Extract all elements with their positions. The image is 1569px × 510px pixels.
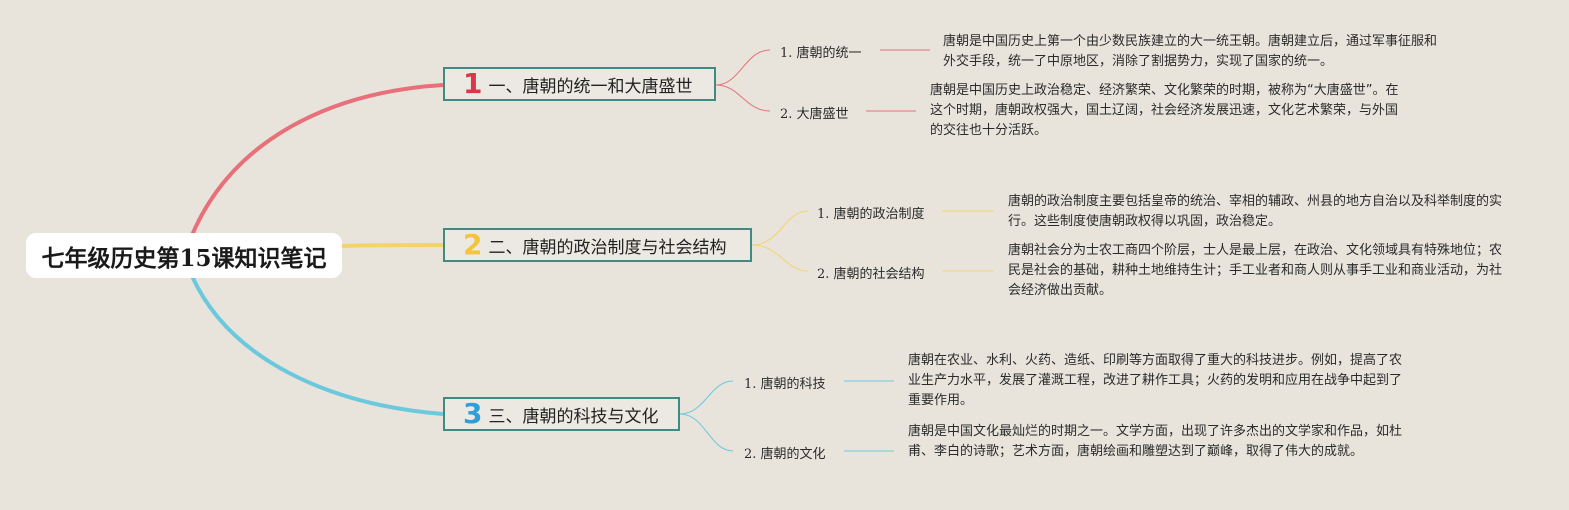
branch-2-sub-1-label[interactable]: 1. 唐朝的政治制度	[817, 207, 925, 222]
branch-2-title: 二、唐朝的政治制度与社会结构	[488, 237, 727, 258]
branch-1-sub-2-label[interactable]: 2. 大唐盛世	[780, 107, 849, 122]
branch-2-topic[interactable]: 2 二、唐朝的政治制度与社会结构	[443, 228, 752, 262]
branch-2-sub-2-desc: 唐朝社会分为士农工商四个阶层，士人是最上层，在政治、文化领域具有特殊地位；农民是…	[1008, 243, 1503, 298]
branch-3-sub-1-label[interactable]: 1. 唐朝的科技	[744, 377, 826, 392]
branch-1-sub-2-desc: 唐朝是中国历史上政治稳定、经济繁荣、文化繁荣的时期，被称为“大唐盛世”。在这个时…	[930, 83, 1399, 138]
branch-3-title: 三、唐朝的科技与文化	[488, 406, 659, 427]
connector-b1-s2	[715, 84, 771, 112]
connector-root-branch2	[341, 243, 444, 248]
connector-b3-s1	[679, 380, 734, 415]
connector-root-branch3	[190, 275, 444, 416]
connector-b2-s2	[751, 244, 809, 272]
branch-3-sub-2-label[interactable]: 2. 唐朝的文化	[744, 447, 826, 462]
branch-2-sub-1-desc: 唐朝的政治制度主要包括皇帝的统治、宰相的辅政、州县的地方自治以及科举制度的实行。…	[1008, 194, 1503, 229]
branch-3-sub-2-desc: 唐朝是中国文化最灿烂的时期之一。文学方面，出现了许多杰出的文学家和作品，如杜甫、…	[908, 424, 1403, 459]
connector-b2-s1	[751, 210, 809, 246]
branch-3-sub-1-desc: 唐朝在农业、水利、火药、造纸、印刷等方面取得了重大的科技进步。例如，提高了农业生…	[908, 353, 1403, 408]
connector-root-branch1	[188, 83, 444, 241]
branch-1-topic[interactable]: 1 一、唐朝的统一和大唐盛世	[443, 67, 716, 101]
connector-b1-s1	[715, 49, 771, 86]
branch-2-number: 2	[463, 228, 483, 261]
branch-1-sub-1-label[interactable]: 1. 唐朝的统一	[780, 46, 862, 61]
branch-3-number: 3	[463, 397, 483, 430]
branch-3-topic[interactable]: 3 三、唐朝的科技与文化	[443, 397, 680, 431]
branch-2-sub-2-label[interactable]: 2. 唐朝的社会结构	[817, 267, 925, 282]
branch-1-title: 一、唐朝的统一和大唐盛世	[488, 76, 693, 97]
branch-1-number: 1	[463, 67, 483, 100]
root-topic[interactable]: 七年级历史第15课知识笔记	[26, 233, 342, 278]
branch-1-sub-1-desc: 唐朝是中国历史上第一个由少数民族建立的大一统王朝。唐朝建立后，通过军事征服和外交…	[943, 34, 1438, 69]
connector-b3-s2	[679, 413, 734, 452]
